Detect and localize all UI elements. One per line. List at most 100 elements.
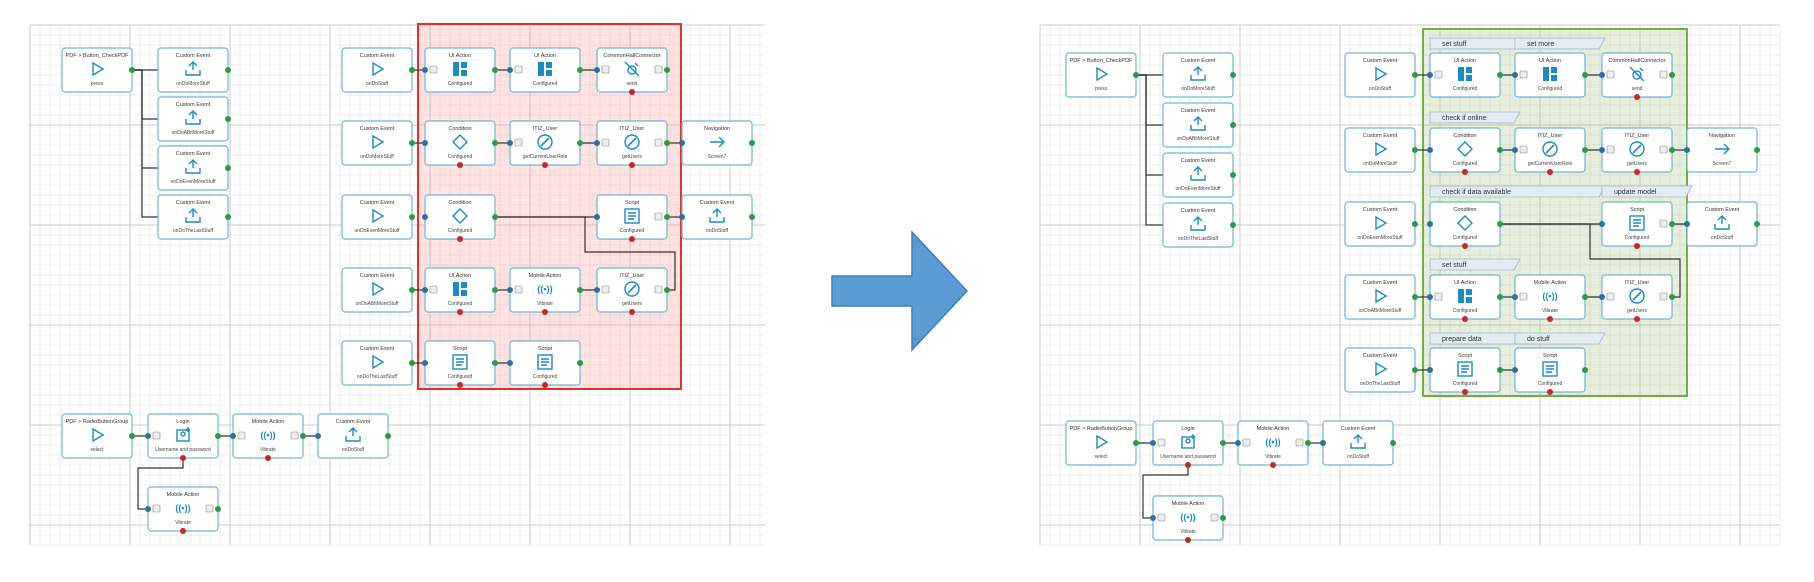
input-port[interactable] <box>1599 294 1605 300</box>
output-port[interactable] <box>225 67 231 73</box>
error-port[interactable] <box>542 382 548 388</box>
error-port[interactable] <box>1462 243 1468 249</box>
output-port[interactable] <box>129 433 135 439</box>
error-port[interactable] <box>1185 537 1191 543</box>
output-port[interactable] <box>577 360 583 366</box>
input-port[interactable] <box>1512 72 1518 78</box>
output-port[interactable] <box>1412 294 1418 300</box>
input-port[interactable] <box>1427 221 1433 227</box>
input-port[interactable] <box>1150 515 1156 521</box>
output-port[interactable] <box>1412 221 1418 227</box>
output-port[interactable] <box>1133 440 1139 446</box>
input-port[interactable] <box>422 360 428 366</box>
flow-node[interactable]: Mobile Action((•))Vibrate <box>507 267 583 315</box>
input-port[interactable] <box>422 67 428 73</box>
output-port[interactable] <box>215 506 221 512</box>
input-port[interactable] <box>315 433 321 439</box>
group-label[interactable]: set stuff <box>1429 37 1521 50</box>
error-port[interactable] <box>265 455 271 461</box>
flow-node[interactable]: Mobile Action((•))Vibrate <box>145 486 221 534</box>
input-port[interactable] <box>594 214 600 220</box>
output-port[interactable] <box>1669 72 1675 78</box>
output-port[interactable] <box>409 140 415 146</box>
output-port[interactable] <box>492 67 498 73</box>
error-port[interactable] <box>629 162 635 168</box>
output-port[interactable] <box>225 165 231 171</box>
error-port[interactable] <box>629 236 635 242</box>
output-port[interactable] <box>1230 222 1236 228</box>
input-port[interactable] <box>1512 147 1518 153</box>
output-port[interactable] <box>1582 367 1588 373</box>
input-port[interactable] <box>1427 72 1433 78</box>
error-port[interactable] <box>542 309 548 315</box>
input-port[interactable] <box>422 214 428 220</box>
error-port[interactable] <box>1547 169 1553 175</box>
output-port[interactable] <box>1669 221 1675 227</box>
output-port[interactable] <box>1669 147 1675 153</box>
output-port[interactable] <box>225 214 231 220</box>
input-port[interactable] <box>1512 294 1518 300</box>
output-port[interactable] <box>1412 72 1418 78</box>
output-port[interactable] <box>1497 72 1503 78</box>
output-port[interactable] <box>409 214 415 220</box>
error-port[interactable] <box>1462 316 1468 322</box>
output-port[interactable] <box>1390 440 1396 446</box>
input-port[interactable] <box>145 433 151 439</box>
error-port[interactable] <box>457 309 463 315</box>
output-port[interactable] <box>577 140 583 146</box>
group-label[interactable]: set more <box>1514 37 1606 50</box>
output-port[interactable] <box>409 67 415 73</box>
output-port[interactable] <box>749 214 755 220</box>
output-port[interactable] <box>129 67 135 73</box>
group-label[interactable]: check if online <box>1429 111 1521 124</box>
output-port[interactable] <box>492 140 498 146</box>
input-port[interactable] <box>594 287 600 293</box>
output-port[interactable] <box>749 140 755 146</box>
output-port[interactable] <box>1305 440 1311 446</box>
error-port[interactable] <box>1634 94 1640 100</box>
error-port[interactable] <box>629 89 635 95</box>
output-port[interactable] <box>1412 367 1418 373</box>
output-port[interactable] <box>1220 515 1226 521</box>
output-port[interactable] <box>1412 147 1418 153</box>
output-port[interactable] <box>1497 147 1503 153</box>
output-port[interactable] <box>1220 440 1226 446</box>
input-port[interactable] <box>1599 72 1605 78</box>
output-port[interactable] <box>1497 221 1503 227</box>
error-port[interactable] <box>1634 243 1640 249</box>
output-port[interactable] <box>1669 294 1675 300</box>
output-port[interactable] <box>1754 147 1760 153</box>
input-port[interactable] <box>1684 221 1690 227</box>
input-port[interactable] <box>594 67 600 73</box>
error-port[interactable] <box>629 309 635 315</box>
input-port[interactable] <box>1427 367 1433 373</box>
error-port[interactable] <box>1462 169 1468 175</box>
